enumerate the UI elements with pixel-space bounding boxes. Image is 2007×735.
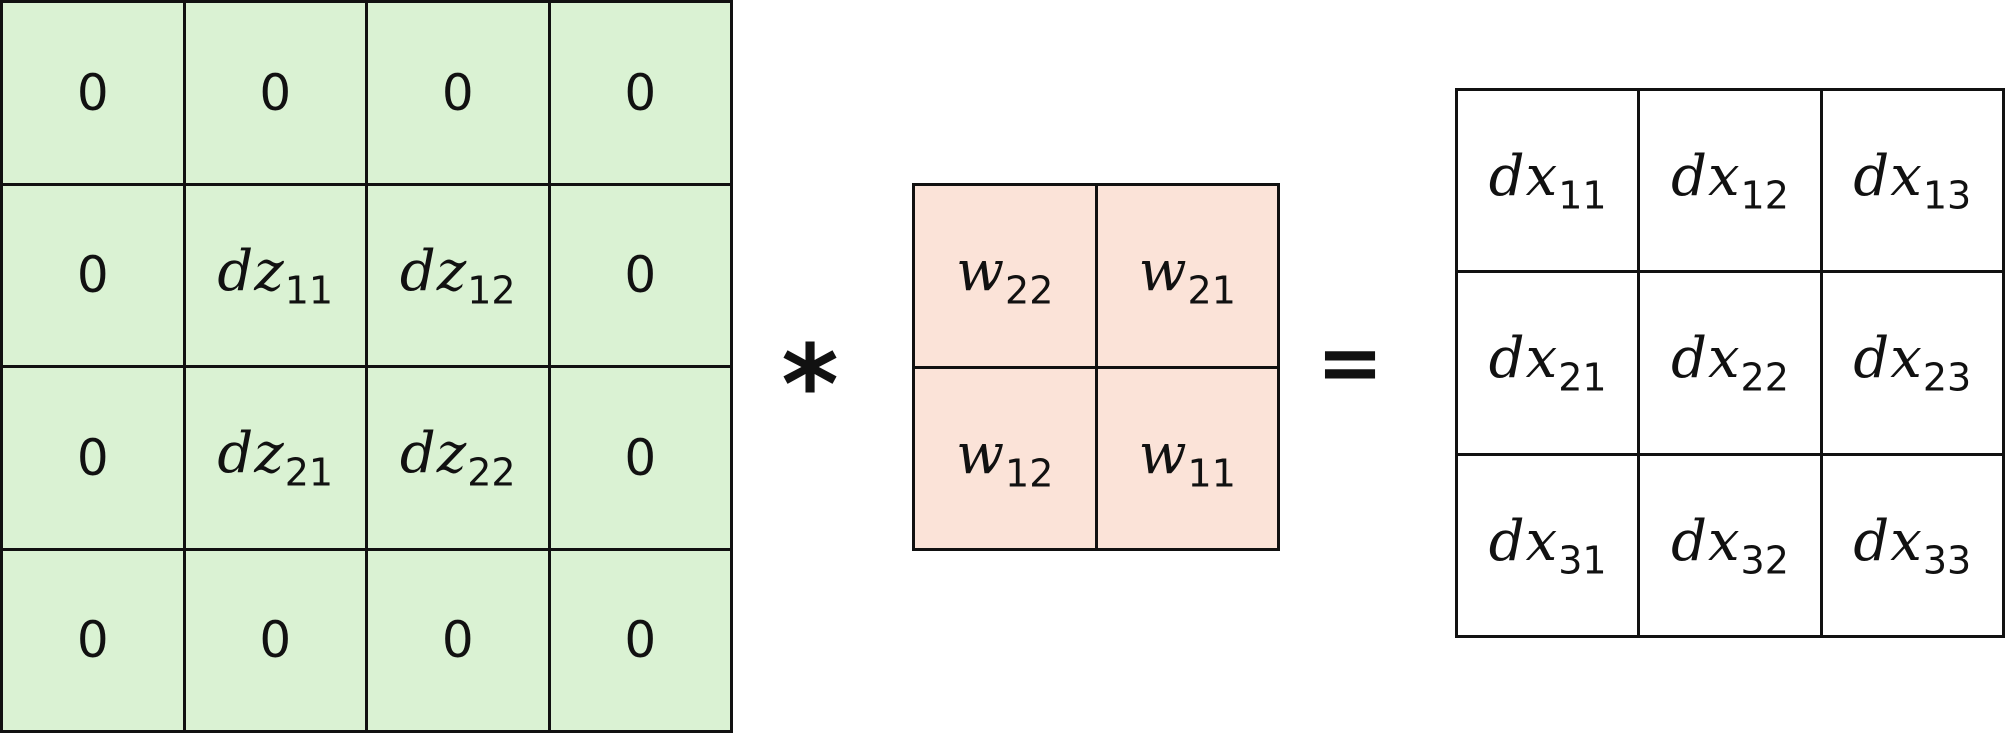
symbol-index: 22 bbox=[1740, 355, 1789, 400]
output-cell-2-3: dx23 bbox=[1819, 270, 2005, 456]
output-cell-2-1: dx21 bbox=[1455, 270, 1641, 456]
zero-value: 0 bbox=[441, 63, 474, 122]
symbol-label: w12 bbox=[956, 422, 1053, 495]
symbol-label: dx13 bbox=[1853, 144, 1971, 217]
symbol-label: dz21 bbox=[217, 421, 333, 494]
output-cell-2-2: dx22 bbox=[1637, 270, 1823, 456]
zero-value: 0 bbox=[624, 246, 657, 305]
symbol-label: w22 bbox=[956, 239, 1053, 312]
padded-cell-2-1: 0 bbox=[0, 182, 186, 368]
padded-cell-4-1: 0 bbox=[0, 547, 186, 733]
symbol-label: dz12 bbox=[400, 239, 516, 312]
symbol-index: 21 bbox=[284, 450, 334, 495]
symbol-label: dz11 bbox=[217, 239, 333, 312]
padded-cell-1-4: 0 bbox=[547, 0, 733, 186]
symbol-index: 32 bbox=[1740, 537, 1789, 582]
output-cell-1-1: dx11 bbox=[1455, 88, 1641, 274]
symbol-label: dx31 bbox=[1489, 509, 1607, 582]
symbol-name: dx bbox=[1671, 326, 1741, 392]
symbol-name: dx bbox=[1488, 144, 1559, 210]
symbol-index: 11 bbox=[1558, 173, 1607, 218]
symbol-label: dx11 bbox=[1489, 144, 1607, 217]
symbol-name: w bbox=[956, 239, 1006, 305]
padded-cell-3-1: 0 bbox=[0, 365, 186, 551]
symbol-name: w bbox=[956, 421, 1006, 487]
padded-cell-2-4: 0 bbox=[547, 182, 733, 368]
zero-value: 0 bbox=[76, 611, 109, 670]
symbol-name: dx bbox=[1853, 508, 1923, 574]
padded-cell-4-3: 0 bbox=[365, 547, 551, 733]
zero-value: 0 bbox=[76, 63, 109, 122]
zero-value: 0 bbox=[441, 611, 474, 670]
symbol-name: dz bbox=[399, 238, 468, 304]
symbol-index: 22 bbox=[1005, 268, 1054, 313]
output-cell-1-3: dx13 bbox=[1819, 88, 2005, 274]
symbol-index: 21 bbox=[1558, 355, 1607, 400]
symbol-label: w11 bbox=[1139, 422, 1236, 495]
symbol-name: w bbox=[1138, 239, 1188, 305]
padded-cell-3-2: dz21 bbox=[182, 365, 368, 551]
zero-value: 0 bbox=[624, 63, 657, 122]
symbol-name: dx bbox=[1671, 144, 1741, 210]
zero-value: 0 bbox=[76, 246, 109, 305]
symbol-name: dx bbox=[1488, 326, 1559, 392]
padded-cell-3-4: 0 bbox=[547, 365, 733, 551]
output-cell-1-2: dx12 bbox=[1637, 88, 1823, 274]
symbol-label: dx23 bbox=[1853, 326, 1971, 399]
symbol-label: dx21 bbox=[1489, 326, 1607, 399]
zero-value: 0 bbox=[624, 428, 657, 487]
symbol-index: 11 bbox=[284, 267, 334, 312]
kernel-cell-2-1: w12 bbox=[912, 365, 1098, 551]
symbol-index: 33 bbox=[1922, 537, 1972, 582]
symbol-index: 22 bbox=[467, 450, 516, 495]
symbol-label: dx32 bbox=[1671, 509, 1789, 582]
symbol-index: 21 bbox=[1187, 268, 1236, 313]
symbol-index: 13 bbox=[1922, 173, 1972, 218]
symbol-label: dx33 bbox=[1853, 509, 1971, 582]
padded-cell-3-3: dz22 bbox=[365, 365, 551, 551]
symbol-label: dx12 bbox=[1671, 144, 1789, 217]
symbol-name: dx bbox=[1853, 144, 1923, 210]
zero-value: 0 bbox=[76, 428, 109, 487]
symbol-name: w bbox=[1138, 421, 1188, 487]
zero-value: 0 bbox=[624, 611, 657, 670]
symbol-name: dx bbox=[1488, 508, 1559, 574]
padded-cell-1-1: 0 bbox=[0, 0, 186, 186]
symbol-name: dx bbox=[1853, 326, 1923, 392]
kernel-cell-1-1: w22 bbox=[912, 183, 1098, 369]
convolution-operator: * bbox=[781, 321, 839, 449]
padded-cell-4-2: 0 bbox=[182, 547, 368, 733]
equals-operator: = bbox=[1316, 316, 1384, 409]
padded-cell-1-2: 0 bbox=[182, 0, 368, 186]
symbol-label: w21 bbox=[1139, 239, 1236, 312]
symbol-name: dz bbox=[399, 421, 468, 487]
symbol-index: 12 bbox=[1740, 173, 1789, 218]
zero-value: 0 bbox=[259, 63, 292, 122]
symbol-index: 31 bbox=[1558, 537, 1607, 582]
symbol-index: 11 bbox=[1187, 450, 1236, 495]
padded-cell-1-3: 0 bbox=[365, 0, 551, 186]
padded-cell-4-4: 0 bbox=[547, 547, 733, 733]
symbol-label: dx22 bbox=[1671, 326, 1789, 399]
symbol-name: dz bbox=[217, 421, 285, 487]
symbol-index: 23 bbox=[1922, 355, 1972, 400]
kernel-cell-2-2: w11 bbox=[1094, 365, 1280, 551]
kernel-cell-1-2: w21 bbox=[1094, 183, 1280, 369]
output-cell-3-3: dx33 bbox=[1819, 452, 2005, 638]
symbol-index: 12 bbox=[467, 267, 516, 312]
symbol-label: dz22 bbox=[400, 421, 516, 494]
output-cell-3-1: dx31 bbox=[1455, 452, 1641, 638]
padded-cell-2-2: dz11 bbox=[182, 182, 368, 368]
symbol-name: dx bbox=[1671, 508, 1741, 574]
padded-cell-2-3: dz12 bbox=[365, 182, 551, 368]
zero-value: 0 bbox=[259, 611, 292, 670]
symbol-index: 12 bbox=[1005, 450, 1054, 495]
symbol-name: dz bbox=[217, 238, 285, 304]
output-cell-3-2: dx32 bbox=[1637, 452, 1823, 638]
